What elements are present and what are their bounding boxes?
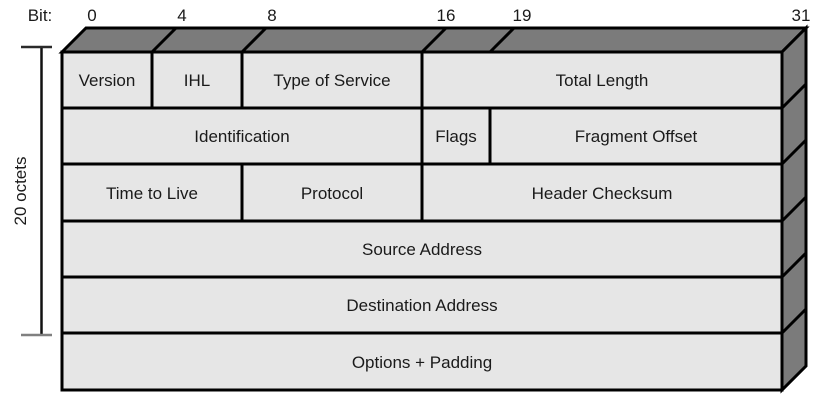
field-options-padding-label: Options + Padding (352, 353, 492, 372)
field-protocol-label: Protocol (301, 184, 363, 203)
top-face-tick-bit19 (488, 26, 516, 54)
field-ihl-label: IHL (184, 71, 210, 90)
field-protocol-cell (240, 162, 424, 223)
field-options-padding-cell (60, 331, 784, 392)
bit-tick-0-label: 0 (87, 6, 96, 25)
top-face-tick-bit8 (240, 26, 268, 54)
bit-tick-4-label: 4 (177, 6, 186, 25)
right-face-tick-row5 (780, 307, 808, 335)
right-face-tick-row4 (780, 251, 808, 279)
bit-scale-label: Bit: (28, 6, 53, 25)
bit-tick-19-label: 19 (513, 6, 532, 25)
field-version-cell (60, 50, 154, 110)
field-header-checksum-label: Header Checksum (532, 184, 673, 203)
field-identification-label: Identification (194, 127, 289, 146)
bit-tick-8-label: 8 (267, 6, 276, 25)
field-fragment-offset-label: Fragment Offset (575, 127, 698, 146)
right-face-tick-row2 (780, 138, 808, 166)
field-total-length-cell (420, 50, 784, 110)
field-source-address-cell (60, 219, 784, 279)
field-time-to-live-cell (60, 162, 244, 223)
field-time-to-live-label: Time to Live (106, 184, 198, 203)
field-total-length-label: Total Length (556, 71, 649, 90)
field-flags-cell (420, 106, 492, 166)
field-type-of-service-label: Type of Service (273, 71, 390, 90)
octets-side-label: 20 octets (11, 157, 30, 226)
right-face-tick-row3 (780, 195, 808, 223)
field-source-address-label: Source Address (362, 240, 482, 259)
top-face-tick-bit16 (420, 26, 448, 54)
right-face-tick-row1 (780, 82, 808, 110)
field-destination-address-cell (60, 275, 784, 335)
field-type-of-service-cell (240, 50, 424, 110)
field-destination-address-label: Destination Address (346, 296, 497, 315)
top-face-tick-bit4 (150, 26, 178, 54)
bit-tick-16-label: 16 (437, 6, 456, 25)
field-identification-cell (60, 106, 424, 166)
bit-tick-31-label: 31 (792, 6, 811, 25)
field-flags-label: Flags (435, 127, 477, 146)
field-version-label: Version (79, 71, 136, 90)
